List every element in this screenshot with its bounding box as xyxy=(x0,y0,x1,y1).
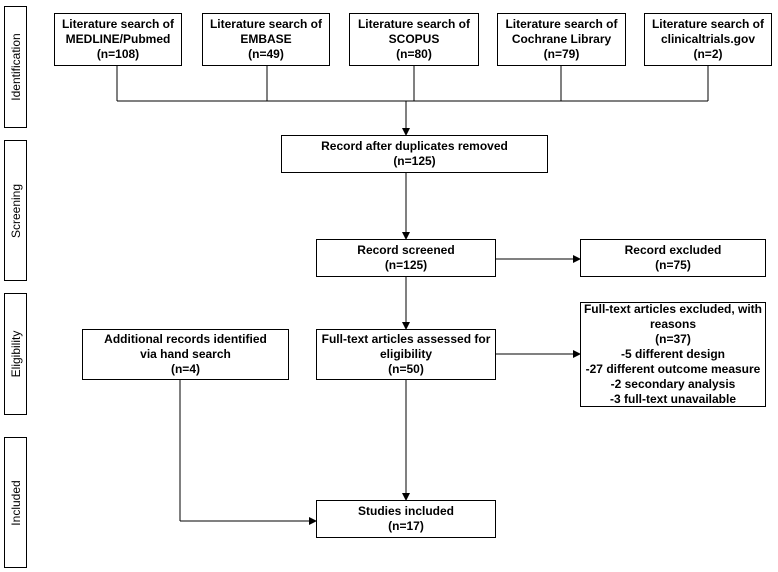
duplicates-removed-label: Record after duplicates removed xyxy=(321,139,508,153)
record-screened-label: Record screened xyxy=(357,243,455,257)
source-line1: Literature search of xyxy=(505,17,618,31)
record-screened-box: Record screened (n=125) xyxy=(316,239,496,277)
source-box-medline: Literature search of MEDLINE/Pubmed (n=1… xyxy=(54,13,182,66)
stage-eligibility-label: Eligibility xyxy=(8,330,23,378)
fulltext-count: (n=50) xyxy=(388,362,424,376)
source-count: (n=2) xyxy=(693,47,723,61)
duplicates-removed-box: Record after duplicates removed (n=125) xyxy=(281,135,548,173)
stage-eligibility: Eligibility xyxy=(4,293,27,415)
stage-identification-label: Identification xyxy=(8,33,23,101)
stage-screening-label: Screening xyxy=(8,183,23,238)
studies-included-count: (n=17) xyxy=(388,519,424,533)
additional-line1: Additional records identified xyxy=(104,332,267,346)
fulltext-excluded-line2: reasons xyxy=(649,317,697,331)
stage-included: Included xyxy=(4,437,27,568)
exclusion-reason: -5 different design xyxy=(620,347,725,361)
source-line2: SCOPUS xyxy=(388,32,440,46)
source-line2: EMBASE xyxy=(240,32,292,46)
source-box-cochrane: Literature search of Cochrane Library (n… xyxy=(497,13,626,66)
source-line2: MEDLINE/Pubmed xyxy=(65,32,171,46)
source-line1: Literature search of xyxy=(61,17,175,31)
studies-included-box: Studies included (n=17) xyxy=(316,500,496,538)
source-box-clinicaltrials: Literature search of clinicaltrials.gov … xyxy=(644,13,772,66)
fulltext-line2: eligibility xyxy=(379,347,432,361)
duplicates-removed-count: (n=125) xyxy=(393,154,436,168)
source-count: (n=108) xyxy=(96,47,140,61)
source-box-scopus: Literature search of SCOPUS (n=80) xyxy=(349,13,479,66)
additional-records-box: Additional records identified via hand s… xyxy=(82,329,289,380)
exclusion-reason: -27 different outcome measure xyxy=(585,362,761,376)
studies-included-label: Studies included xyxy=(357,504,454,518)
stage-screening: Screening xyxy=(4,140,27,281)
record-excluded-box: Record excluded (n=75) xyxy=(580,239,766,277)
fulltext-line1: Full-text articles assessed for xyxy=(321,332,491,346)
source-line1: Literature search of xyxy=(357,17,471,31)
record-excluded-label: Record excluded xyxy=(624,243,722,257)
fulltext-assessed-box: Full-text articles assessed for eligibil… xyxy=(316,329,496,380)
record-excluded-count: (n=75) xyxy=(655,258,691,272)
source-count: (n=79) xyxy=(543,47,580,61)
exclusion-reason: -3 full-text unavailable xyxy=(609,392,737,406)
source-count: (n=49) xyxy=(248,47,284,61)
stage-included-label: Included xyxy=(8,479,23,526)
stage-identification: Identification xyxy=(4,6,27,128)
source-line2: Cochrane Library xyxy=(511,32,612,46)
fulltext-excluded-line1: Full-text articles excluded, with xyxy=(583,302,763,316)
record-screened-count: (n=125) xyxy=(384,258,428,272)
exclusion-reason: -2 secondary analysis xyxy=(610,377,736,391)
fulltext-excluded-box: Full-text articles excluded, with reason… xyxy=(580,302,766,407)
additional-line2: via hand search xyxy=(140,347,231,361)
source-line1: Literature search of xyxy=(651,17,765,31)
fulltext-excluded-count: (n=37) xyxy=(655,332,691,346)
source-count: (n=80) xyxy=(396,47,432,61)
source-line1: Literature search of xyxy=(209,17,323,31)
additional-count: (n=4) xyxy=(170,362,200,376)
source-line2: clinicaltrials.gov xyxy=(660,32,756,46)
source-box-embase: Literature search of EMBASE (n=49) xyxy=(202,13,330,66)
